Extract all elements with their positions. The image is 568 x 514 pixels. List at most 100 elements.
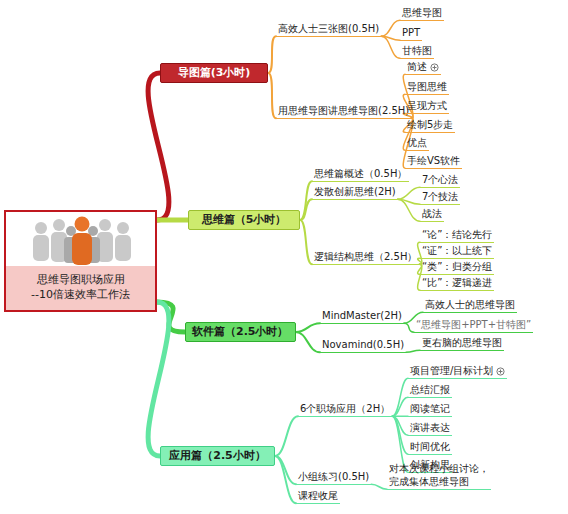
branch-line xyxy=(404,323,414,332)
topic-text: 时间优化 xyxy=(408,440,452,455)
branch-line xyxy=(392,378,408,416)
topic-label: 逻辑结构思维（2.5H） xyxy=(314,251,417,262)
branch-line xyxy=(296,323,321,332)
title-text: 思维导图职场应用 xyxy=(6,272,155,287)
topic-label: 7个心法 xyxy=(422,174,458,185)
branch-line xyxy=(392,397,408,416)
topic-label: MindMaster(2H) xyxy=(322,310,402,321)
topic-label: 软件篇（2.5小时） xyxy=(192,325,289,338)
topic-label: 对本次课程小组讨论，完成集体思维导图 xyxy=(389,463,489,487)
topic-label: 思维篇（5小时） xyxy=(202,213,287,226)
topic-label: 高效人士三张图(0.5H) xyxy=(278,23,379,34)
branch-box: 思维篇（5小时） xyxy=(188,210,300,230)
branch-line xyxy=(268,73,276,118)
topic-text: 导图思维 xyxy=(405,80,449,95)
topic-text: “比”：逻辑递进 xyxy=(420,276,494,291)
topic-label: “证”：以上统下 xyxy=(422,245,492,256)
topic-label: PPT xyxy=(402,27,420,38)
topic-text: 课程收尾 xyxy=(296,489,340,504)
topic-text: 甘特图 xyxy=(400,44,434,59)
topic-text: 逻辑结构思维（2.5H） xyxy=(312,250,419,265)
topic-text: MindMaster(2H) xyxy=(320,309,404,324)
expand-symbol xyxy=(496,367,505,376)
topic-text: PPT xyxy=(400,26,422,41)
topic-label: 绘制5步走 xyxy=(407,119,453,130)
topic-label: 优点 xyxy=(407,137,427,148)
topic-label: “比”：逻辑递进 xyxy=(422,277,492,288)
topic-text: 思维导图 xyxy=(400,6,444,21)
topic-text: 阅读笔记 xyxy=(408,402,452,417)
topic-text: 6个职场应用（2H） xyxy=(298,402,392,417)
topic-label: 呈现方式 xyxy=(407,100,447,111)
branch-line xyxy=(398,199,420,221)
topic-label: 简述 xyxy=(407,61,427,72)
topic-text: “类”：归类分组 xyxy=(420,260,494,275)
topic-text: 简述 xyxy=(405,60,441,75)
topic-text: 演讲表达 xyxy=(408,421,452,436)
topic-label: 总结汇报 xyxy=(410,384,450,395)
branch-line xyxy=(300,220,312,264)
topic-label: 导图思维 xyxy=(407,81,447,92)
topic-label: 甘特图 xyxy=(402,45,432,56)
topic-label: “论”：结论先行 xyxy=(422,229,492,240)
branch-line xyxy=(275,456,296,503)
branch-line xyxy=(300,181,312,220)
central-topic: 思维导图职场应用--10倍速效率工作法 xyxy=(4,210,157,312)
topic-text: 7个心法 xyxy=(420,173,460,188)
branch-line xyxy=(371,484,387,489)
topic-text: “论”：结论先行 xyxy=(420,228,494,243)
topic-text: 手绘VS软件 xyxy=(405,154,462,169)
topic-label: 导图篇(3小时) xyxy=(178,66,251,79)
topic-text: 思维篇概述（0.5H） xyxy=(312,167,409,182)
topic-text: 总结汇报 xyxy=(408,383,452,398)
title-text: --10倍速效率工作法 xyxy=(6,287,155,302)
topic-label: “类”：归类分组 xyxy=(422,261,492,272)
topic-label: 手绘VS软件 xyxy=(407,155,460,166)
topic-label: 战法 xyxy=(422,208,442,219)
topic-text: “证”：以上统下 xyxy=(420,244,494,259)
topic-label: 项目管理/目标计划 xyxy=(410,365,493,376)
topic-label: 阅读笔记 xyxy=(410,403,450,414)
topic-label: 演讲表达 xyxy=(410,422,450,433)
topic-text: 高效人士三张图(0.5H) xyxy=(276,22,381,37)
branch-line xyxy=(296,332,321,352)
branch-line xyxy=(157,218,188,223)
people-illustration xyxy=(27,214,137,266)
topic-label: 应用篇（2.5小时） xyxy=(169,449,266,462)
branch-line xyxy=(300,199,312,220)
topic-text: 发散创新思维(2H) xyxy=(312,185,398,200)
topic-label: 更右脑的思维导图 xyxy=(422,337,502,348)
branch-line xyxy=(268,36,276,73)
topic-text: 高效人士的思维导图 xyxy=(423,298,517,313)
topic-text: “思维导图+PPT+甘特图” xyxy=(414,318,533,333)
topic-label: 高效人士的思维导图 xyxy=(425,299,515,310)
branch-line xyxy=(148,302,169,456)
branch-line xyxy=(275,416,298,456)
topic-text: 对本次课程小组讨论，完成集体思维导图 xyxy=(387,462,491,490)
topic-label: Novamind(0.5H) xyxy=(322,339,404,350)
topic-text: 战法 xyxy=(420,207,444,222)
topic-label: 发散创新思维(2H) xyxy=(314,186,396,197)
expand-symbol xyxy=(430,63,439,72)
topic-label: 用思维导图讲思维导图(2.5H) xyxy=(278,105,409,116)
topic-label: 6个职场应用（2H） xyxy=(300,403,390,414)
branch-line xyxy=(398,187,420,199)
topic-text: 项目管理/目标计划 xyxy=(408,364,507,379)
branch-box: 导图篇(3小时) xyxy=(160,63,268,83)
topic-text: Novamind(0.5H) xyxy=(320,338,406,353)
topic-text: 小组练习(0.5H) xyxy=(296,470,371,485)
topic-label: 小组练习(0.5H) xyxy=(298,471,369,482)
title-band: 思维导图职场应用--10倍速效率工作法 xyxy=(6,266,155,310)
topic-text: 更右脑的思维导图 xyxy=(420,336,504,351)
topic-text: 优点 xyxy=(405,136,429,151)
topic-text: 绘制5步走 xyxy=(405,118,455,133)
topic-label: “思维导图+PPT+甘特图” xyxy=(416,319,531,330)
topic-text: 呈现方式 xyxy=(405,99,449,114)
topic-text: 用思维导图讲思维导图(2.5H) xyxy=(276,104,411,119)
branch-box: 软件篇（2.5小时） xyxy=(185,322,296,342)
topic-label: 时间优化 xyxy=(410,441,450,452)
branch-line xyxy=(406,350,420,352)
topic-label: 7个技法 xyxy=(422,191,458,202)
topic-label: 思维导图 xyxy=(402,7,442,18)
